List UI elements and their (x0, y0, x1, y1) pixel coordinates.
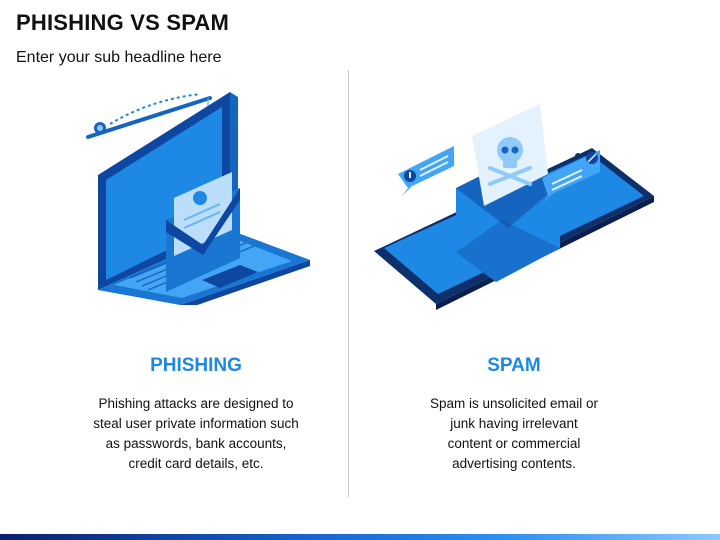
phishing-line-1: Phishing attacks are designed to (98, 396, 294, 411)
phishing-line-3: as passwords, bank accounts, (105, 436, 287, 451)
spam-description: Spam is unsolicited email or junk having… (379, 394, 649, 474)
spam-line-4: advertising contents. (452, 456, 576, 471)
spam-line-2: junk having irrelevant (450, 416, 578, 431)
bottom-accent-bar (0, 534, 720, 540)
spam-line-3: content or commercial (447, 436, 581, 451)
phishing-heading: PHISHING (150, 355, 242, 376)
phone-skull-envelope-icon (374, 104, 654, 310)
phishing-line-2: steal user private information such (93, 416, 299, 431)
phishing-line-4: credit card details, etc. (128, 456, 264, 471)
spam-heading: SPAM (487, 355, 541, 376)
laptop-fishing-hook-icon (86, 92, 310, 305)
slide-title: PHISHING VS SPAM (16, 10, 230, 35)
column-divider (348, 70, 349, 497)
spam-line-1: Spam is unsolicited email or (429, 396, 599, 411)
phishing-description: Phishing attacks are designed to steal u… (61, 394, 331, 474)
slide-subtitle: Enter your sub headline here (16, 49, 222, 66)
